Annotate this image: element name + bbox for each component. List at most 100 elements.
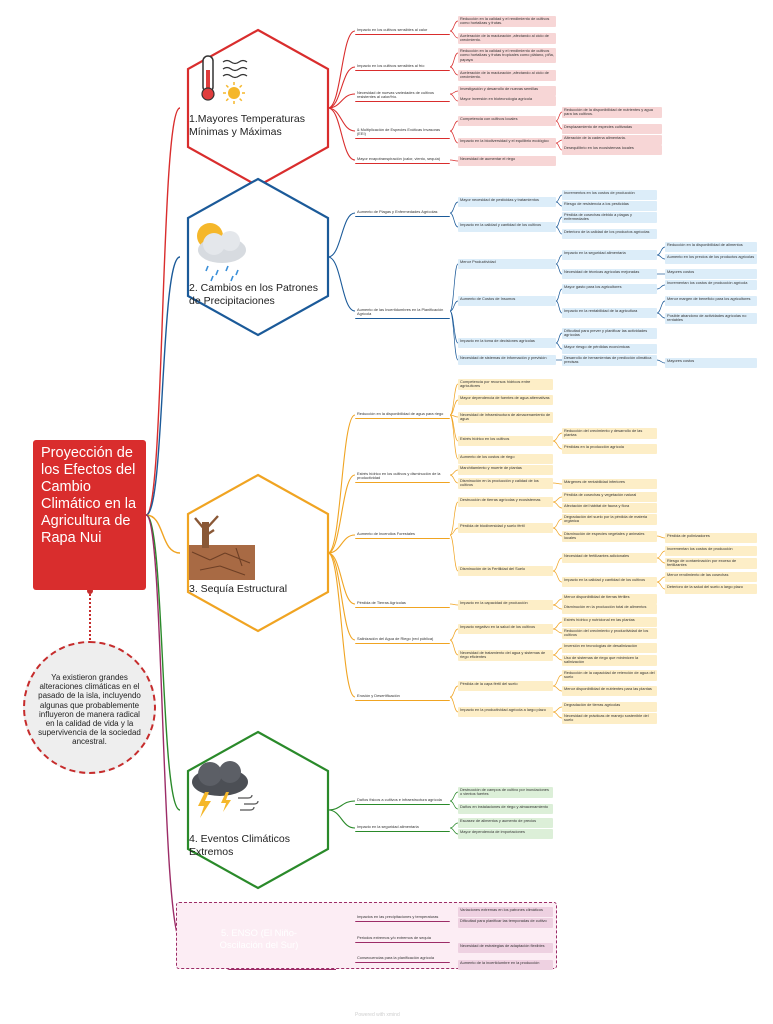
subtopic-2-2[interactable]: Mayor necesidad de pesticidas y tratamie…: [458, 197, 556, 207]
subtopic-1-6[interactable]: Aceleración de la maduración ,afectando …: [458, 70, 556, 81]
subtopic-1-17[interactable]: Mayor evapotranspiración (calor, viento,…: [355, 156, 450, 164]
subtopic-3-33[interactable]: Impacto negativo en la salud de los cult…: [458, 624, 553, 634]
subtopic-2-1[interactable]: Aumento de Plagas y Enfermedades Agrícol…: [355, 209, 450, 217]
subtopic-3-44[interactable]: Degradación de tierras agrícolas: [562, 702, 657, 712]
subtopic-2-16[interactable]: Mayor gasto para los agricultores: [562, 284, 657, 294]
subtopic-3-34[interactable]: Estrés hídrico y nutricional en las plan…: [562, 617, 657, 627]
subtopic-3-16[interactable]: Afectación del hábitat de fauna y flora: [562, 503, 657, 513]
subtopic-1-9[interactable]: Mayor inversión en biotecnología agrícol…: [458, 96, 556, 106]
subtopic-2-22[interactable]: Dificultad para prever y planificar las …: [562, 328, 657, 339]
subtopic-3-36[interactable]: Necesidad de tratamiento del agua y sist…: [458, 650, 553, 661]
subtopic-1-13[interactable]: Desplazamiento de especies cultivadas: [562, 124, 662, 134]
subtopic-3-10[interactable]: Marchitamiento y muerte de plantas: [458, 465, 553, 475]
subtopic-2-14[interactable]: Mayores costos: [665, 269, 757, 279]
subtopic-2-18[interactable]: Impacto en la rentabilidad de la agricul…: [562, 308, 657, 318]
subtopic-5-4[interactable]: Periodos extremos y/o extremos de sequía: [355, 935, 450, 943]
subtopic-1-1[interactable]: Impacto en los cultivos sensibles al cal…: [355, 27, 450, 35]
subtopic-2-26[interactable]: Mayores costos: [665, 358, 757, 368]
subtopic-5-2[interactable]: Variaciones extremas en los patrones cli…: [458, 907, 553, 917]
subtopic-3-41[interactable]: Reducción de la capacidad de retención d…: [562, 670, 657, 681]
subtopic-3-14[interactable]: Destrucción de tierras agrícolas y ecosi…: [458, 497, 553, 507]
subtopic-3-28[interactable]: Pérdida de Tierras Agrícolas: [355, 600, 450, 608]
subtopic-3-31[interactable]: Disminución en la producción total de al…: [562, 604, 657, 614]
subtopic-2-13[interactable]: Necesidad de técnicas agrícolas mejorada…: [562, 269, 657, 279]
branch-3-label[interactable]: 3. Sequía Estructural: [189, 583, 288, 595]
branch-2-label[interactable]: 2. Cambios en los Patrones de Precipitac…: [189, 282, 318, 307]
subtopic-5-1[interactable]: Impactos en las precipitaciones y temper…: [355, 914, 450, 922]
subtopic-3-45[interactable]: Necesidad de prácticas de manejo sosteni…: [562, 713, 657, 724]
subtopic-1-2[interactable]: Reducción en la calidad y el rendimiento…: [458, 16, 556, 27]
subtopic-3-12[interactable]: Márgenes de rentabilidad inferiores: [562, 479, 657, 489]
subtopic-1-7[interactable]: Necesidad de nuevas variedades de cultiv…: [355, 90, 450, 102]
subtopic-3-21[interactable]: Disminución de la Fertilidad del Suelo: [458, 566, 553, 576]
subtopic-2-9[interactable]: Menor Productividad: [458, 259, 556, 269]
subtopic-2-11[interactable]: Reducción en la disponibilidad de alimen…: [665, 242, 757, 252]
subtopic-3-3[interactable]: Mayor dependencia de fuentes de agua alt…: [458, 395, 553, 405]
subtopic-2-6[interactable]: Pérdida de cosechas debido a plagas y en…: [562, 212, 657, 223]
subtopic-3-5[interactable]: Estrés hídrico en los cultivos: [458, 436, 553, 446]
subtopic-3-22[interactable]: Necesidad de fertilizantes adicionales: [562, 553, 657, 563]
subtopic-3-29[interactable]: Impacto en la capacidad de producción: [458, 600, 553, 610]
subtopic-4-1[interactable]: Daños físicos a cultivos e infraestructu…: [355, 797, 450, 805]
subtopic-3-13[interactable]: Aumento de Incendios Forestales: [355, 531, 450, 539]
subtopic-1-14[interactable]: Impacto en la biodiversidad y el equilib…: [458, 138, 556, 148]
subtopic-2-23[interactable]: Mayor riesgo de pérdidas económicas: [562, 344, 657, 354]
subtopic-1-10[interactable]: & Multiplicación de Especies Exóticas In…: [355, 127, 450, 139]
subtopic-2-24[interactable]: Necesidad de sistemas de información y p…: [458, 355, 556, 365]
subtopic-3-23[interactable]: Incrementan los costos de producción: [665, 546, 757, 556]
subtopic-5-3[interactable]: Dificultad para planificar las temporada…: [458, 918, 553, 928]
subtopic-3-30[interactable]: Menor disponibilidad de tierras fértiles: [562, 594, 657, 604]
subtopic-3-38[interactable]: Uso de sistemas de riego que minimicen l…: [562, 655, 657, 666]
subtopic-3-40[interactable]: Pérdida de la capa fértil del suelo: [458, 681, 553, 691]
subtopic-2-15[interactable]: Aumento de Costos de Insumos: [458, 296, 556, 306]
subtopic-1-8[interactable]: Investigación y desarrollo de nuevas sem…: [458, 86, 556, 96]
subtopic-2-8[interactable]: Aumento de las Incertidumbres en la Plan…: [355, 307, 450, 319]
subtopic-3-2[interactable]: Competencia por recursos hídricos entre …: [458, 379, 553, 390]
branch-4-label[interactable]: 4. Eventos Climáticos Extremos: [189, 833, 290, 858]
subtopic-3-43[interactable]: Impacto en la productividad agrícola a l…: [458, 707, 553, 717]
subtopic-5-5[interactable]: Consecuencias para la planificación agrí…: [355, 955, 450, 963]
subtopic-1-3[interactable]: Aceleración de la maduración ,afectando …: [458, 33, 556, 44]
subtopic-4-5[interactable]: Escasez de alimentos y aumento de precio…: [458, 818, 553, 828]
subtopic-3-1[interactable]: Reducción en la disponibilidad de agua p…: [355, 411, 450, 419]
subtopic-3-37[interactable]: Inversión en tecnologías de desalinizaci…: [562, 643, 657, 653]
subtopic-4-2[interactable]: Destrucción de campos de cultivo por inu…: [458, 787, 553, 798]
subtopic-2-20[interactable]: Posible abandono de actividades agrícola…: [665, 313, 757, 324]
subtopic-2-19[interactable]: Menor margen de beneficio para los agric…: [665, 296, 757, 306]
subtopic-3-6[interactable]: Reducción del crecimiento y desarrollo d…: [562, 428, 657, 439]
subtopic-3-35[interactable]: Reducción del crecimiento y productivida…: [562, 628, 657, 639]
subtopic-1-4[interactable]: Impacto en los cultivos sensibles al frí…: [355, 63, 450, 71]
subtopic-2-21[interactable]: Impacto en la toma de decisiones agrícol…: [458, 338, 556, 348]
subtopic-3-26[interactable]: Menor rendimiento de las cosechas: [665, 572, 757, 582]
subtopic-3-9[interactable]: Estrés hídrico en los cultivos y disminu…: [355, 471, 450, 483]
subtopic-2-25[interactable]: Desarrollo de herramientas de predicción…: [562, 355, 657, 366]
subtopic-3-11[interactable]: Disminución en la producción y calidad d…: [458, 478, 553, 489]
subtopic-5-6[interactable]: Necesidad de estrategias de adaptación f…: [458, 943, 553, 953]
subtopic-3-32[interactable]: Salinización del Agua de Riego (red públ…: [355, 636, 450, 644]
subtopic-2-4[interactable]: Riesgo de resistencia a los pesticidas: [562, 201, 657, 211]
subtopic-3-18[interactable]: Degradación del suelo por la pérdida de …: [562, 514, 657, 525]
subtopic-3-4[interactable]: Necesidad de infraestructura de almacena…: [458, 412, 553, 423]
branch-5-label[interactable]: 5. ENSO (El Niño-Oscilación del Sur): [219, 927, 299, 950]
subtopic-1-11[interactable]: Competencia con cultivos locales: [458, 116, 556, 126]
subtopic-3-25[interactable]: Impacto en la calidad y cantidad de los …: [562, 577, 657, 587]
subtopic-3-20[interactable]: Pérdida de polinizadores: [665, 533, 757, 543]
subtopic-3-19[interactable]: Disminución de especies vegetales y anim…: [562, 531, 657, 542]
branch-1-label[interactable]: 1.Mayores Temperaturas Mínimas y Máximas: [189, 113, 305, 138]
subtopic-2-10[interactable]: Impacto en la seguridad alimentaria: [562, 250, 657, 260]
subtopic-5-7[interactable]: Aumento de la incertidumbre en la produc…: [458, 960, 553, 970]
subtopic-4-4[interactable]: Impacto en la seguridad alimentaria: [355, 824, 450, 832]
subtopic-4-6[interactable]: Mayor dependencia de importaciones: [458, 829, 553, 839]
subtopic-3-27[interactable]: Deterioro de la salud del suelo a largo …: [665, 584, 757, 594]
subtopic-1-18[interactable]: Necesidad de aumentar el riego: [458, 156, 556, 166]
subtopic-2-3[interactable]: Incrementos en los costos de producción: [562, 190, 657, 200]
subtopic-2-5[interactable]: Impacto en la calidad y cantidad de los …: [458, 222, 556, 232]
subtopic-2-17[interactable]: Incrementan los costos de producción agr…: [665, 280, 757, 290]
subtopic-2-12[interactable]: Aumento en los precios de los productos …: [665, 254, 757, 264]
subtopic-4-3[interactable]: Daños en instalaciones de riego y almace…: [458, 804, 553, 814]
subtopic-3-17[interactable]: Pérdida de biodiversidad y suelo fértil: [458, 523, 553, 533]
subtopic-3-15[interactable]: Pérdida de cosechas y vegetación natural: [562, 492, 657, 502]
subtopic-1-12[interactable]: Reducción de la disponibilidad de nutrie…: [562, 107, 662, 118]
subtopic-1-16[interactable]: Desequilibrio en los ecosistemas locales: [562, 145, 662, 155]
subtopic-3-39[interactable]: Erosión y Desertificación: [355, 693, 450, 701]
